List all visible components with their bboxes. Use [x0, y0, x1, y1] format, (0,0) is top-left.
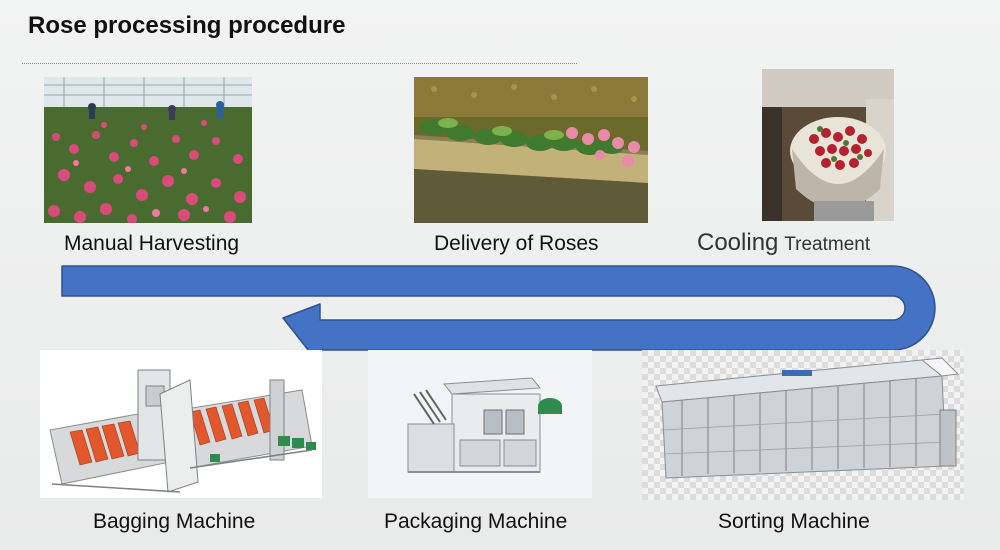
- cooling-photo: [762, 69, 894, 221]
- caption-bagging-machine: Bagging Machine: [93, 510, 256, 533]
- caption-sorting-machine: Sorting Machine: [718, 510, 870, 533]
- packaging-machine-photo: [368, 350, 592, 498]
- title-divider: [22, 63, 577, 64]
- harvesting-photo: [44, 77, 252, 223]
- slide-title: Rose processing procedure: [28, 12, 346, 39]
- sorting-machine-photo: [642, 350, 964, 500]
- caption-delivery-of-roses: Delivery of Roses: [434, 232, 599, 255]
- delivery-photo: [414, 77, 648, 223]
- caption-manual-harvesting: Manual Harvesting: [64, 232, 240, 255]
- caption-cooling-treatment: Cooling Treatment: [697, 229, 870, 257]
- bagging-machine-photo: [40, 350, 322, 498]
- caption-packaging-machine: Packaging Machine: [384, 510, 568, 533]
- caption-cooling: Cooling: [697, 229, 779, 256]
- caption-treatment: Treatment: [784, 234, 871, 255]
